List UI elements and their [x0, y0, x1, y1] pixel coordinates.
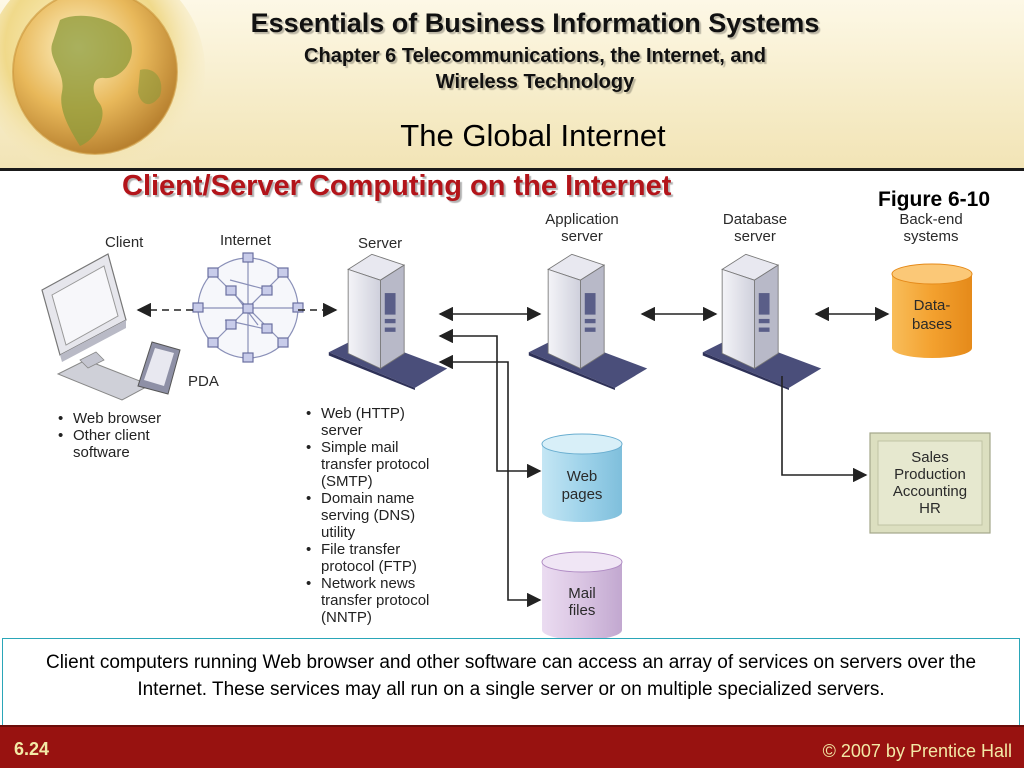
slide-number: 6.24: [14, 739, 50, 759]
book-title: Essentials of Business Information Syste…: [250, 8, 820, 38]
server-label: Server: [358, 235, 402, 252]
client-label: Client: [105, 234, 144, 251]
list-item-continued: utility: [321, 524, 356, 541]
list-item: Other client: [58, 427, 243, 444]
db-server-label-1: Database: [723, 211, 787, 228]
backend-accounting: Accounting: [893, 483, 967, 500]
mail-files-label-2: files: [569, 602, 596, 619]
list-item: Web browser: [58, 410, 243, 427]
footer-divider: [0, 725, 1024, 727]
backend-hr: HR: [919, 500, 941, 517]
internet-label: Internet: [220, 232, 272, 249]
mail-files-label-1: Mail: [568, 585, 596, 602]
list-item-continued: protocol (FTP): [321, 558, 417, 575]
list-item: File transfer: [306, 541, 511, 558]
list-item: Simple mail: [306, 439, 511, 456]
pda-label: PDA: [188, 373, 219, 390]
slide-footer: [0, 725, 1024, 768]
backend-production: Production: [894, 466, 966, 483]
backend-label-1: Back-end: [899, 211, 962, 228]
figure-label: Figure 6-10: [878, 188, 991, 211]
section-title: The Global Internet: [400, 118, 666, 153]
web-pages-cylinder-icon: [541, 433, 623, 522]
list-item-continued: serving (DNS): [321, 507, 416, 524]
list-item: Web (HTTP): [306, 405, 511, 422]
mail-files-cylinder-icon: [541, 551, 623, 640]
chapter-title-line-1: Chapter 6 Telecommunications, the Intern…: [304, 45, 766, 67]
web-pages-label-1: Web: [567, 468, 598, 485]
copyright-notice: © 2007 by Prentice Hall: [822, 741, 1012, 761]
slide-title: Client/Server Computing on the Internet: [122, 170, 672, 202]
list-item-continued: transfer protocol: [321, 592, 430, 609]
chapter-title-line-2: Wireless Technology: [435, 71, 635, 93]
client-computer-icon: [41, 253, 152, 401]
list-item-continued: (SMTP): [321, 473, 373, 490]
backend-sales: Sales: [911, 449, 949, 466]
dbserver-backend-link: [781, 376, 868, 483]
client-software-list: Web browser Other client software: [52, 410, 243, 461]
globe-icon: [0, 0, 205, 168]
databases-label-2: bases: [912, 316, 952, 333]
internet-cloud-icon: [192, 252, 304, 363]
server-mailfiles-link: [438, 354, 542, 608]
server-services-list: Web (HTTP) server Simple mail transfer p…: [300, 405, 511, 626]
web-pages-label-2: pages: [562, 486, 603, 503]
caption-box: Client computers running Web browser and…: [2, 638, 1020, 726]
figure-caption: Client computers running Web browser and…: [45, 652, 977, 700]
databases-cylinder-icon: [891, 263, 973, 358]
list-item: Domain name: [306, 490, 511, 507]
database-server-icon: [702, 253, 822, 390]
client-server-diagram: Client Internet Server Application serve…: [41, 211, 991, 640]
backend-systems-box: [869, 432, 991, 534]
databases-label-1: Data-: [914, 297, 951, 314]
backend-label-2: systems: [903, 228, 958, 245]
header-divider: [0, 168, 1024, 171]
pda-icon: [137, 341, 181, 395]
list-item-continued: (NNTP): [321, 609, 372, 626]
list-item-continued: transfer protocol: [321, 456, 430, 473]
db-server-label-2: server: [734, 228, 776, 245]
list-item-continued: server: [321, 422, 363, 439]
app-server-label-1: Application: [545, 211, 618, 228]
web-server-icon: [328, 253, 448, 390]
list-item-continued: software: [73, 444, 130, 461]
application-server-icon: [528, 253, 648, 390]
list-item: Network news: [306, 575, 511, 592]
app-server-label-2: server: [561, 228, 603, 245]
